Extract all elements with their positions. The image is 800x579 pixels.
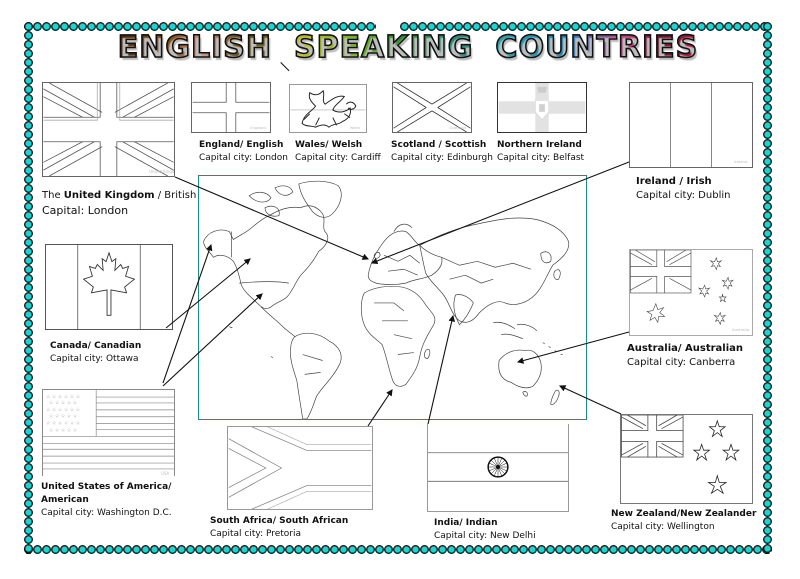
page-title: ENGLISH SPEAKING COUNTRIES (88, 29, 728, 66)
irish-tricolour-icon: Ireland (670, 83, 748, 167)
maple-leaf-icon (77, 245, 141, 329)
union-jack-icon: United Kingdom (43, 83, 174, 176)
usa-capital: Capital city: Washington D.C. (41, 508, 172, 518)
scotland-capital: Capital city: Edinburgh (391, 153, 493, 163)
usa-name-line1: United States of America/ (41, 482, 172, 492)
svg-text:Ireland: Ireland (734, 159, 748, 164)
uk-prefix: The (42, 190, 64, 201)
south-africa-name: South Africa/ South African (210, 516, 349, 526)
title-word-countries: COUNTRIES (495, 29, 699, 66)
india-label: India/ Indian Capital city: New Delhi (434, 517, 536, 543)
south-africa-label: South Africa/ South African Capital city… (210, 515, 348, 541)
new-zealand-label: New Zealand/New Zealander Capital city: … (611, 508, 756, 534)
welsh-dragon-icon: Wales (290, 89, 366, 130)
uk-capital: Capital: London (42, 204, 129, 217)
top-border-beads-right (400, 22, 770, 31)
australia-name: Australia/ Australian (627, 343, 744, 354)
wales-flag: Wales (289, 84, 367, 133)
world-map (198, 175, 587, 420)
st-george-cross-icon: England (192, 83, 270, 132)
south-africa-capital: Capital city: Pretoria (210, 529, 302, 539)
south-africa-flag (227, 426, 373, 510)
india-flag (427, 424, 569, 512)
svg-text:☆ ☆ ☆ ☆ ☆: ☆ ☆ ☆ ☆ ☆ (49, 400, 78, 406)
ulster-banner-icon (498, 83, 586, 132)
australia-capital: Capital city: Canberra (627, 357, 736, 368)
svg-text:Scotland: Scotland (449, 125, 466, 130)
england-capital: Capital city: London (199, 153, 288, 163)
uk-flag: United Kingdom (42, 82, 175, 177)
india-capital: Capital city: New Delhi (434, 531, 536, 541)
top-border-beads (24, 22, 376, 31)
svg-text:☆ ☆ ☆ ☆ ☆ ☆: ☆ ☆ ☆ ☆ ☆ ☆ (46, 421, 81, 427)
uk-name: United Kingdom (63, 190, 155, 201)
uk-nationality: / British (154, 190, 197, 201)
title-word-english: ENGLISH (117, 29, 272, 66)
saltire-icon: Scotland (393, 83, 471, 132)
australia-label: Australia/ Australian Capital city: Canb… (627, 342, 743, 370)
india-name: India/ Indian (434, 518, 498, 528)
ashoka-chakra-icon (428, 452, 568, 482)
svg-text:England: England (250, 125, 266, 130)
world-map-outline-icon (203, 180, 570, 419)
canada-capital: Capital city: Ottawa (50, 354, 139, 364)
svg-text:Australia: Australia (732, 327, 750, 332)
uk-label: The United Kingdom / British Capital: Lo… (42, 183, 196, 219)
svg-text:☆ ☆ ☆ ☆ ☆ ☆: ☆ ☆ ☆ ☆ ☆ ☆ (46, 394, 81, 400)
scotland-name: Scotland / Scottish (391, 140, 487, 150)
svg-text:USA: USA (161, 471, 169, 476)
bottom-border-beads (24, 545, 772, 554)
ireland-flag: Ireland (629, 82, 753, 168)
wales-capital: Capital city: Cardiff (295, 153, 381, 163)
svg-text:☆ ☆ ☆ ☆ ☆ ☆: ☆ ☆ ☆ ☆ ☆ ☆ (46, 407, 81, 413)
australia-flag: Australia (629, 249, 753, 336)
canada-label: Canada/ Canadian Capital city: Ottawa (50, 340, 141, 366)
canada-flag (45, 244, 173, 330)
svg-text:United Kingdom: United Kingdom (149, 169, 174, 174)
usa-flag: ☆ ☆ ☆ ☆ ☆ ☆ ☆ ☆ ☆ ☆ ☆ ☆ ☆ ☆ ☆ ☆ ☆ ☆ ☆ ☆ … (42, 389, 175, 476)
wales-name: Wales/ Welsh (295, 140, 363, 150)
right-border-beads (763, 22, 772, 554)
left-border-beads (24, 22, 33, 554)
england-name: England/ English (199, 140, 284, 150)
northern-ireland-capital: Capital city: Belfast (497, 153, 585, 163)
wales-label: Wales/ Welsh Capital city: Cardiff (295, 139, 381, 165)
svg-text:☆ ☆ ☆ ☆ ☆: ☆ ☆ ☆ ☆ ☆ (49, 428, 78, 434)
england-label: England/ English Capital city: London (199, 139, 288, 165)
south-african-y-icon (228, 427, 372, 509)
stars-and-stripes-icon: ☆ ☆ ☆ ☆ ☆ ☆ ☆ ☆ ☆ ☆ ☆ ☆ ☆ ☆ ☆ ☆ ☆ ☆ ☆ ☆ … (43, 390, 174, 476)
new-zealand-name: New Zealand/New Zealander (611, 509, 757, 519)
scotland-label: Scotland / Scottish Capital city: Edinbu… (391, 139, 493, 165)
svg-text:☆ ☆ ☆ ☆ ☆: ☆ ☆ ☆ ☆ ☆ (49, 414, 78, 420)
new-zealand-flag (620, 414, 753, 504)
title-word-speaking: SPEAKING (293, 29, 474, 66)
usa-name-line2: American (41, 495, 89, 505)
northern-ireland-label: Northern Ireland Capital city: Belfast (497, 139, 584, 165)
new-zealand-capital: Capital city: Wellington (611, 522, 715, 532)
usa-label: United States of America/ American Capit… (41, 481, 172, 520)
northern-ireland-flag (497, 82, 587, 133)
ireland-capital: Capital city: Dublin (636, 190, 731, 201)
england-flag: England (191, 82, 271, 133)
svg-text:Wales: Wales (350, 126, 360, 130)
ireland-name: Ireland / Irish (636, 176, 712, 187)
northern-ireland-name: Northern Ireland (497, 140, 582, 150)
nz-southern-cross-icon (621, 415, 740, 495)
canada-name: Canada/ Canadian (50, 341, 142, 351)
ireland-label: Ireland / Irish Capital city: Dublin (636, 175, 730, 203)
southern-cross-icon: Australia (630, 250, 750, 332)
scotland-flag: Scotland (392, 82, 472, 133)
